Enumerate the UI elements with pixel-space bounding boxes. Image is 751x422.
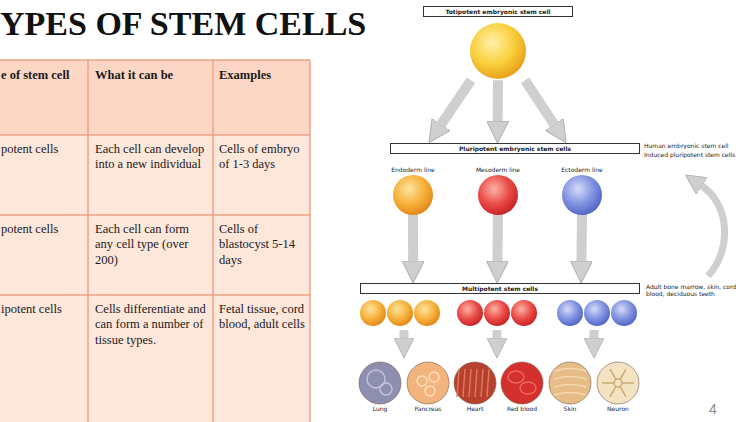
band-title: Pluripotent embryonic stem cells — [390, 143, 640, 154]
table-header: What it can be — [95, 68, 207, 83]
cell-label: Neuron — [595, 405, 641, 412]
cell-label: Lung — [357, 405, 403, 412]
tissue-cell: Lung — [357, 361, 403, 412]
stage-band: Multipotent stem cells — [360, 283, 640, 294]
table-cell: Each cell can develop into a new individ… — [95, 142, 207, 173]
cell-picture — [560, 173, 604, 217]
cell-label: Heart — [452, 405, 498, 412]
germ-layer-cell: Mesoderm line — [468, 166, 528, 217]
tissue-cell: Heart — [452, 361, 498, 412]
cell-picture — [596, 361, 640, 405]
table-cell: potent cells — [1, 142, 87, 157]
band-title: Multipotent stem cells — [360, 283, 640, 294]
cell-picture — [391, 173, 435, 217]
cell-picture — [466, 19, 530, 83]
cell-label: Endoderm line — [383, 166, 443, 173]
table-header: e of stem cell — [1, 68, 87, 83]
side-note: Human embryonic stem cell — [644, 142, 749, 149]
cell-picture — [500, 361, 544, 405]
lineage-arrow — [576, 214, 587, 261]
tissue-cell: Skin — [547, 361, 593, 412]
cell-picture — [358, 361, 402, 405]
totipotent-cell: Totipotent embryonic stem cell — [423, 6, 573, 83]
cell-picture — [453, 361, 497, 405]
germ-layer-cell: Ectoderm line — [552, 166, 612, 217]
cell-label: Mesoderm line — [468, 166, 528, 173]
multipotent-cell-row — [360, 300, 637, 326]
band-title: Totipotent embryonic stem cell — [423, 6, 573, 17]
cell-picture — [548, 361, 592, 405]
cell-picture — [406, 361, 450, 405]
slide-title: YPES OF STEM CELLS — [0, 4, 366, 43]
cell-label: Skin — [547, 405, 593, 412]
table-cell: Fetal tissue, cord blood, adult cells — [219, 302, 309, 333]
table-cell: Cells of embryo of 1-3 days — [219, 142, 309, 173]
cell-label: Pancreas — [405, 405, 451, 412]
lineage-arrow — [492, 214, 503, 261]
lineage-arrow — [525, 80, 554, 124]
table-cell: potent cells — [1, 222, 87, 237]
side-note: Adult bone marrow, skin, cord blood, dec… — [646, 283, 746, 297]
lineage-arrow — [408, 214, 418, 261]
germ-layer-cell: Endoderm line — [383, 166, 443, 217]
table-header: Examples — [219, 68, 309, 83]
table-grid — [0, 60, 310, 422]
stage-band: Pluripotent embryonic stem cells — [390, 143, 640, 154]
table-cell: Cells of blastocyst 5-14 days — [219, 222, 309, 268]
table-cell: Cells differentiate and can form a numbe… — [95, 302, 207, 348]
tissue-cell: Pancreas — [405, 361, 451, 412]
cell-picture — [476, 173, 520, 217]
cell-label: Ectoderm line — [552, 166, 612, 173]
cell-label: Red blood — [499, 405, 545, 412]
table-cell: Each cell can form any cell type (over 2… — [95, 222, 207, 268]
tissue-cell: Neuron — [595, 361, 641, 412]
lineage-arrow — [441, 80, 471, 124]
page-number: 4 — [709, 401, 729, 417]
side-note: Induced pluripotent stem cells — [644, 151, 749, 158]
lineage-arrow — [493, 80, 503, 121]
differentiation-arrows — [404, 330, 594, 338]
table-cell: ipotent cells — [1, 302, 87, 317]
reprogramming-arrow — [702, 186, 725, 276]
tissue-cell: Red blood — [499, 361, 545, 412]
